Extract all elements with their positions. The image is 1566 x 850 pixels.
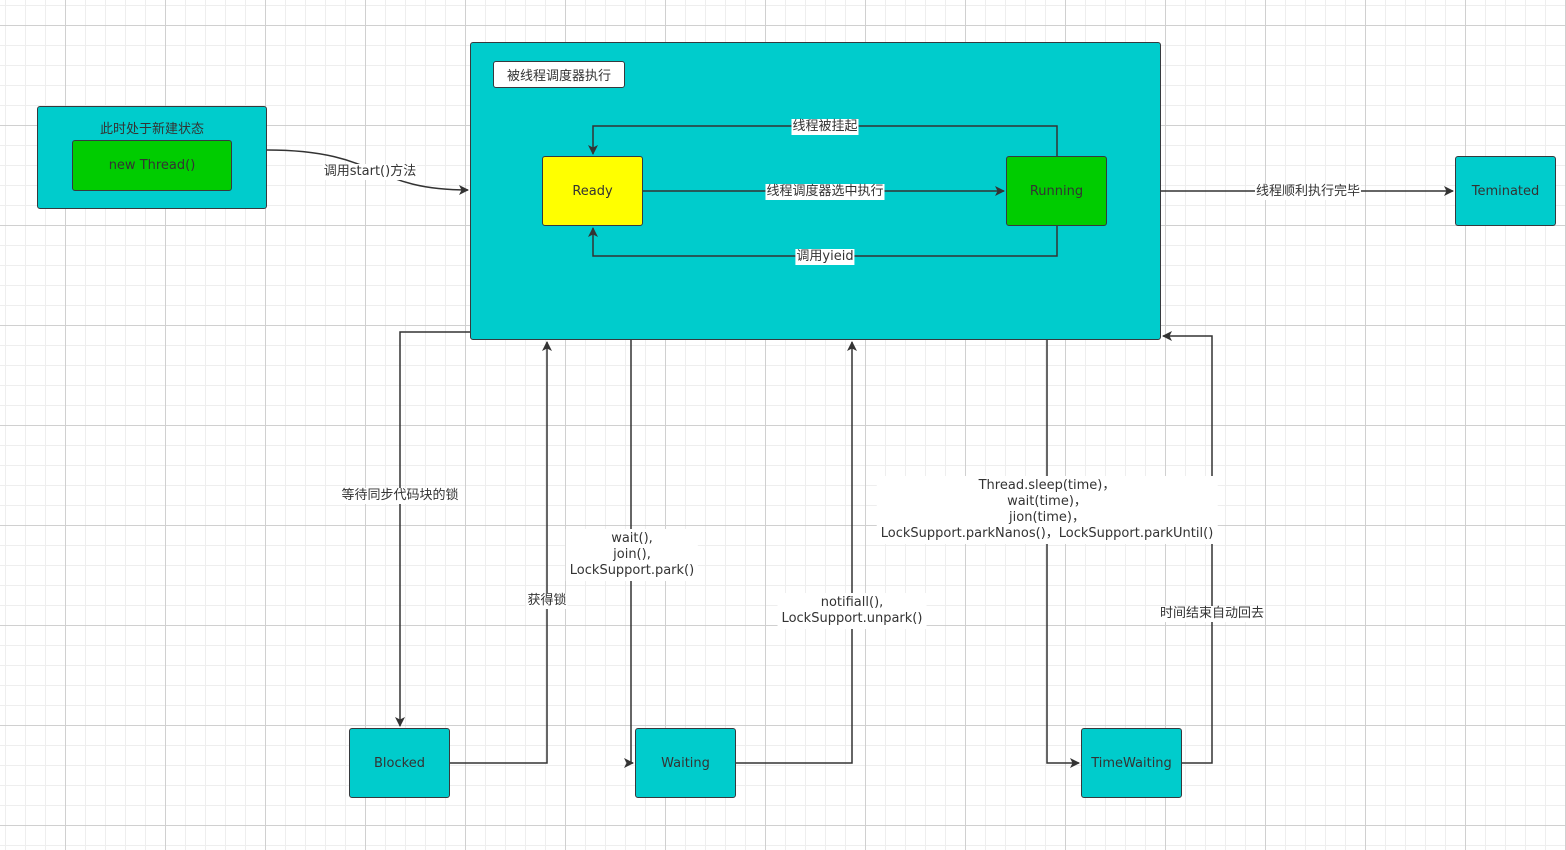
edge-time-up: [1162, 331, 1213, 764]
edge-label-selected: 线程调度器选中执行: [765, 184, 885, 200]
edge-label-timed-line: Thread.sleep(time)，: [978, 478, 1116, 493]
edge-wait: [624, 340, 634, 768]
edge-label-suspended: 线程被挂起: [791, 119, 859, 135]
ready-node[interactable]: Ready: [542, 156, 643, 226]
edge-wait-lock: [395, 331, 470, 727]
edge-label-notify-line: LockSupport.unpark(): [781, 611, 923, 626]
edge-label-wait: wait(), join(), LockSupport.park(): [565, 529, 699, 581]
edge-timed: [1046, 340, 1080, 768]
edge-got-lock: [450, 341, 552, 764]
edge-label-start: 调用start()方法: [322, 164, 418, 180]
blocked-node[interactable]: Blocked: [349, 728, 450, 798]
edge-label-timed-line: LockSupport.parkNanos()，LockSupport.park…: [880, 526, 1214, 541]
edge-label-notify-line: notifiall(),: [820, 595, 884, 610]
edge-label-timed: Thread.sleep(time)， wait(time)， jion(tim…: [876, 476, 1218, 544]
edge-label-wait-line: LockSupport.park(): [569, 563, 695, 578]
running-node[interactable]: Running: [1006, 156, 1107, 226]
new-state-caption: 此时处于新建状态: [99, 122, 204, 137]
edge-label-got-lock: 获得锁: [526, 593, 568, 609]
edge-label-wait-line: join(),: [613, 547, 651, 562]
edge-label-finished: 线程顺利执行完毕: [1254, 184, 1362, 200]
edge-label-timed-line: jion(time)，: [1009, 510, 1085, 525]
edge-label-time-up: 时间结束自动回去: [1158, 606, 1266, 622]
waiting-node[interactable]: Waiting: [635, 728, 736, 798]
terminated-node[interactable]: Teminated: [1455, 156, 1556, 226]
edge-label-wait-lock: 等待同步代码块的锁: [340, 488, 460, 504]
new-thread-node[interactable]: new Thread(): [72, 140, 232, 191]
edge-label-timed-line: wait(time)，: [1007, 494, 1087, 509]
time-waiting-node[interactable]: TimeWaiting: [1081, 728, 1182, 798]
scheduler-title: 被线程调度器执行: [493, 61, 625, 88]
edge-label-notify: notifiall(), LockSupport.unpark(): [777, 593, 927, 629]
edge-label-wait-line: wait(),: [611, 531, 653, 546]
edge-label-yield: 调用yieid: [795, 249, 855, 265]
edge-notify: [736, 341, 857, 764]
